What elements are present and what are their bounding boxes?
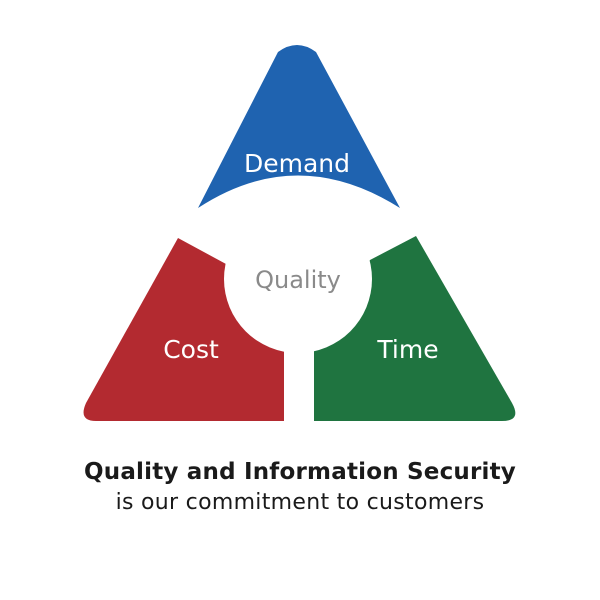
cost-label: Cost (163, 335, 219, 364)
quality-triangle-diagram: Demand Cost Time Quality (83, 45, 516, 421)
demand-segment (198, 45, 400, 208)
demand-label: Demand (244, 149, 350, 178)
quality-circle (224, 205, 372, 353)
time-label: Time (376, 335, 438, 364)
caption-title: Quality and Information Security (84, 459, 516, 485)
caption-subtitle: is our commitment to customers (115, 490, 485, 515)
quality-label: Quality (255, 266, 341, 294)
